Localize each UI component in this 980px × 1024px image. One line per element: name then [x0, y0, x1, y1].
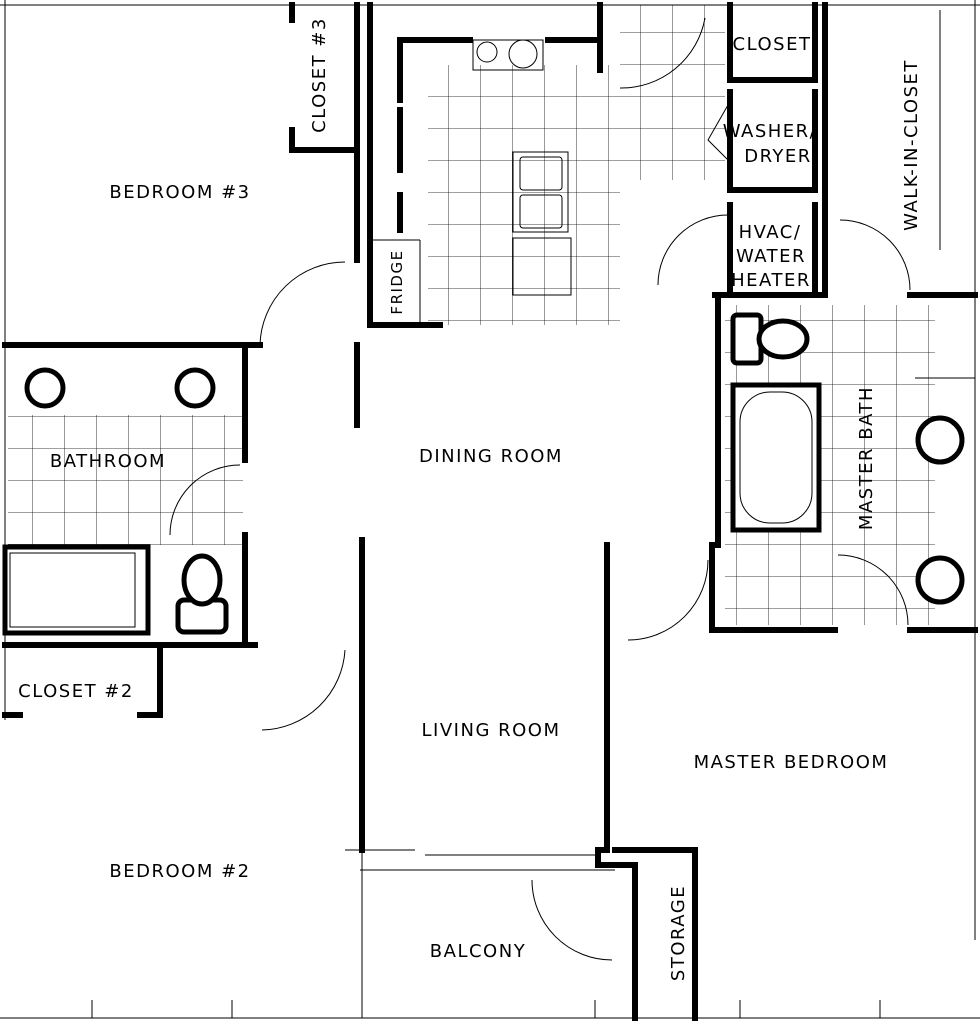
- label-water: WATER: [736, 246, 806, 267]
- kitchen-sink: [512, 151, 569, 233]
- label-dryer: DRYER: [744, 146, 812, 167]
- label-master-bath: MASTER BATH: [856, 386, 877, 530]
- door-bathroom: [169, 464, 241, 536]
- fixtures: [2, 312, 976, 636]
- door-closet: [619, 17, 706, 89]
- sink-icon: [24, 367, 66, 409]
- doors: [169, 17, 911, 961]
- laundry-hall-tiles: [620, 5, 725, 180]
- sink-icon: [915, 415, 965, 465]
- label-closet2: CLOSET #2: [18, 681, 134, 702]
- tile-floors: [8, 5, 935, 625]
- label-closet: CLOSET: [733, 34, 812, 55]
- door-master-bedroom: [627, 559, 709, 641]
- sink-icon: [915, 555, 965, 605]
- bathtub-icon: [730, 382, 822, 533]
- label-washer: WASHER/: [723, 121, 818, 142]
- label-fridge: FRIDGE: [388, 249, 406, 314]
- label-storage: STORAGE: [668, 885, 689, 981]
- bathroom-tiles: [8, 415, 243, 545]
- room-labels: BEDROOM #3 CLOSET #3 FRIDGE CLOSET WASHE…: [18, 17, 922, 981]
- label-heater: HEATER: [731, 270, 811, 291]
- label-closet3: CLOSET #3: [309, 17, 330, 133]
- door-bedroom3: [259, 261, 346, 346]
- stove: [472, 39, 544, 71]
- label-dining-room: DINING ROOM: [419, 446, 563, 467]
- door-hvac: [657, 214, 729, 286]
- door-walk-in-closet: [839, 219, 911, 291]
- label-balcony: BALCONY: [430, 941, 526, 962]
- label-bathroom: BATHROOM: [50, 451, 166, 472]
- label-hvac: HVAC/: [739, 222, 802, 243]
- label-master-bedroom: MASTER BEDROOM: [694, 752, 889, 773]
- dishwasher: [512, 237, 572, 296]
- label-walk-in-closet: WALK-IN-CLOSET: [901, 59, 922, 231]
- bathtub-icon: [2, 544, 151, 636]
- label-living-room: LIVING ROOM: [422, 720, 561, 741]
- sink-icon: [174, 367, 216, 409]
- label-bedroom3: BEDROOM #3: [109, 182, 250, 203]
- door-storage: [531, 879, 613, 961]
- door-master-bath: [837, 554, 909, 626]
- label-bedroom2: BEDROOM #2: [109, 861, 250, 882]
- door-bedroom2: [261, 649, 346, 731]
- door-washer-dryer: [707, 104, 729, 161]
